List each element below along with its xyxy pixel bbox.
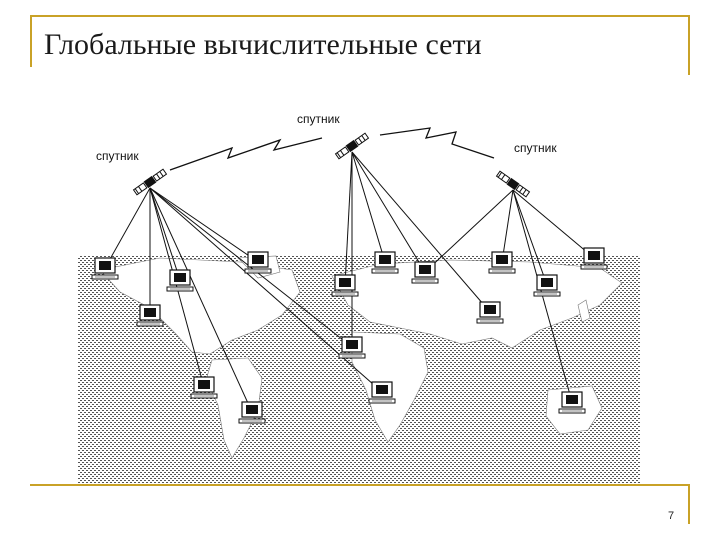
island-japan (577, 299, 591, 323)
computer-icon (533, 274, 561, 297)
computer-icon (331, 274, 359, 297)
computer-icon (411, 261, 439, 284)
satellite-icon (495, 170, 531, 198)
computer-icon (580, 247, 608, 270)
frame-right-line (688, 15, 690, 75)
page-number: 7 (668, 510, 675, 522)
computer-icon (558, 391, 586, 414)
satellite-links (169, 127, 495, 171)
page-title: Глобальные вычислительные сети (44, 28, 482, 61)
computer-icon (190, 376, 218, 399)
computer-icon (371, 251, 399, 274)
satellite-label-right: спутник (514, 141, 557, 155)
computer-icon (91, 257, 119, 280)
computer-icon (244, 251, 272, 274)
satellite-link-center-right (379, 127, 495, 159)
satellite-icon (334, 132, 370, 160)
satellite-label-left: спутник (96, 149, 139, 163)
downlink-lines (104, 151, 595, 413)
computer-icon (238, 401, 266, 424)
frame-top-line (30, 15, 690, 17)
frame-left-line (30, 15, 32, 67)
computer-icon (368, 381, 396, 404)
computers-group (91, 247, 608, 424)
satellite-label-center: спутник (297, 112, 340, 126)
computer-icon (476, 301, 504, 324)
satellite-link-left-center (169, 137, 323, 171)
frame-bottom-right-line (688, 484, 690, 524)
computer-icon (136, 304, 164, 327)
satellite-icon (132, 168, 168, 196)
computer-icon (338, 336, 366, 359)
computer-icon (488, 251, 516, 274)
frame-bottom-line (30, 484, 690, 486)
computer-icon (166, 269, 194, 292)
